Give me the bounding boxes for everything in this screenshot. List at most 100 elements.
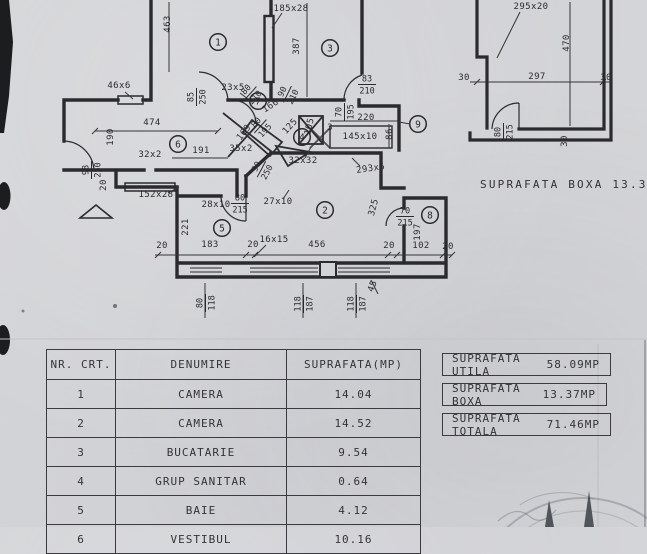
cell-denumire: BAIE [115,495,287,525]
svg-text:1: 1 [215,37,221,48]
dim-label: 28x10 [201,200,230,210]
cell-nr: 5 [46,495,116,525]
dim-label: 295x20 [514,2,549,12]
svg-text:118: 118 [208,295,218,310]
room-circle-5: 5 [212,218,232,238]
dim-label: 185x28 [274,4,309,14]
svg-text:85: 85 [187,92,197,102]
cell-denumire: CAMERA [115,408,287,438]
boxa-door [491,102,520,130]
cell-nr: 4 [46,466,116,496]
table-row: 6 VESTIBUL 10.16 [46,524,421,554]
dim-label: 20 [247,240,259,250]
svg-text:215: 215 [397,219,412,229]
bath-hall-detail [222,112,331,168]
dim-label: 3 [327,123,333,133]
dim-label: 190 [106,128,116,145]
dim-label: 20 [156,241,168,251]
cell-suprafata: 9.54 [286,437,421,467]
scan-artifacts [0,0,647,527]
dim-label: 30 [600,73,612,83]
dim-label: 221 [181,218,191,235]
dim-label: 30 [560,135,570,147]
window-symbols [117,14,393,278]
room-circle-4: 4 [292,127,312,147]
dim-label: 86 [385,128,395,140]
boxa-caption: SUPRAFATA BOXA 13.37MP [480,178,647,191]
dim-label: 145x10 [343,132,378,142]
dim-label: 470 [562,34,572,51]
table-row: 2 CAMERA 14.52 [46,408,421,438]
boxa-caption-text: SUPRAFATA BOXA 13.37MP [480,178,647,191]
cell-denumire: CAMERA [115,379,287,409]
svg-text:250: 250 [94,162,104,177]
dim-label: 297 [528,72,545,82]
dim-label: 45 [366,279,379,293]
svg-text:4: 4 [299,132,305,143]
dim-label: 456 [308,240,325,250]
dim-label: 474 [143,118,160,128]
svg-text:80: 80 [196,298,206,308]
summary-value: 71.46MP [546,418,600,431]
dim-label: 197 [413,223,423,240]
dim-label: 152x28 [139,190,174,200]
dim-label: 293x5 [356,162,386,176]
svg-text:8: 8 [427,210,433,221]
cell-nr: 2 [46,408,116,438]
svg-text:215: 215 [506,124,516,139]
cell-suprafata: 10.16 [286,524,421,554]
room-circle-8: 8 [420,205,440,225]
apartment-walls [62,0,448,279]
round-stamp [497,491,647,527]
dim-label: 20 [99,179,109,191]
room-circle-3: 3 [320,38,340,58]
room-circle-6: 6 [168,134,188,154]
cell-suprafata: 4.12 [286,495,421,525]
summary-label: SUPRAFATA BOXA [452,381,521,408]
col-header-nr: NR. CRT. [46,349,116,380]
svg-text:187: 187 [359,296,369,311]
cell-suprafata: 0.64 [286,466,421,496]
dim-label: 30 [458,73,470,83]
summary-value: 58.09MP [546,358,600,371]
summary-suprafata-totala: SUPRAFATA TOTALA 71.46MP [442,412,611,438]
table-header-row: NR. CRT. DENUMIRE SUPRAFATA(MP) [46,349,421,380]
room-circle-9: 9 [408,114,428,134]
svg-text:80: 80 [494,127,504,137]
dim-label: 46x6 [107,81,130,91]
svg-text:195: 195 [347,104,357,119]
dim-label: 20 [383,241,395,251]
table-row: 3 BUCATARIE 9.54 [46,437,421,467]
summary-value: 13.37MP [542,388,596,401]
table-row: 1 CAMERA 14.04 [46,379,421,409]
svg-text:5: 5 [219,223,225,234]
cell-denumire: VESTIBUL [115,524,287,554]
boxa-walls [468,0,613,142]
dim-label: 35x2 [229,144,252,154]
summary-label: SUPRAFATA UTILA [452,351,521,378]
dim-label: 23x5 [221,83,244,93]
summary-suprafata-utila: SUPRAFATA UTILA 58.09MP [442,351,611,378]
table-row: 4 GRUP SANITAR 0.64 [46,466,421,496]
dim-label: 32x32 [288,156,317,166]
cell-denumire: BUCATARIE [115,437,287,467]
svg-text:6: 6 [175,139,181,150]
cell-nr: 6 [46,524,116,554]
svg-text:98: 98 [82,165,92,175]
dim-label: 325 [367,198,381,217]
dim-label: 27x10 [263,197,292,207]
cell-suprafata: 14.52 [286,408,421,438]
room-circle-7: 7 [248,91,268,111]
dim-label: 463 [163,15,173,32]
